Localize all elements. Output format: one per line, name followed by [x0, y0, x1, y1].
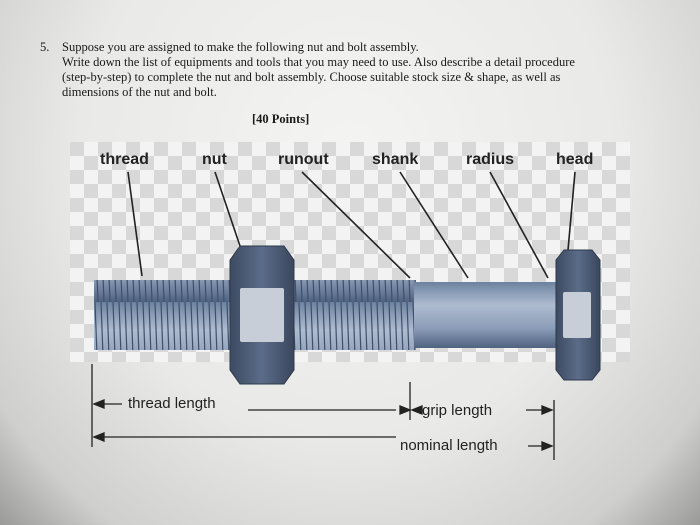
label-thread: thread	[100, 151, 149, 168]
question-line-3: (step-by-step) to complete the nut and b…	[62, 70, 561, 84]
leader-lines	[127, 171, 576, 279]
bolt-shank	[414, 282, 558, 348]
question-number: 5.	[40, 40, 50, 54]
bolt-thread-runout	[292, 280, 416, 350]
nut-bolt-diagram: thread nut runout shank radius head	[70, 142, 630, 460]
question-line-2: Write down the list of equipments and to…	[62, 55, 575, 69]
nut-face	[240, 288, 284, 342]
label-runout: runout	[278, 151, 329, 168]
dim-nominal-length: nominal length	[400, 437, 498, 454]
dim-grip-length: grip length	[422, 402, 492, 419]
bolt-head-face	[563, 292, 591, 338]
question-block: 5. Suppose you are assigned to make the …	[40, 40, 680, 100]
label-radius: radius	[466, 151, 514, 168]
question-line-1: Suppose you are assigned to make the fol…	[62, 40, 419, 54]
dimension-lines	[91, 364, 555, 460]
label-nut: nut	[202, 151, 228, 168]
label-head: head	[556, 151, 593, 168]
dim-thread-length: thread length	[128, 395, 216, 412]
label-shank: shank	[372, 151, 418, 168]
question-line-4: dimensions of the nut and bolt.	[62, 85, 217, 99]
points-label: [40 Points]	[252, 112, 310, 126]
bolt-thread-left	[94, 280, 234, 350]
